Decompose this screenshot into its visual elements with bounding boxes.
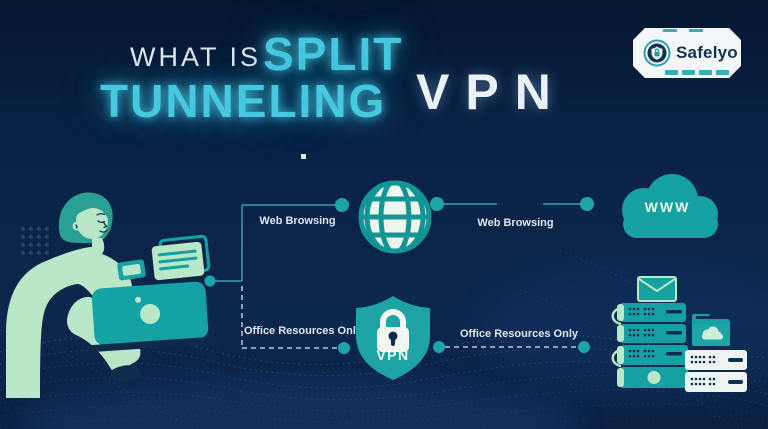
- notification-card-small: [117, 259, 146, 281]
- decorative-square-dot: [301, 154, 306, 159]
- vpn-shield-label: VPN: [376, 347, 410, 363]
- badge-bottom-mark: [716, 70, 729, 75]
- dashed-vpn-path-lines: [241, 286, 578, 349]
- title-word-vpn: VPN: [416, 64, 567, 120]
- person-body: [6, 238, 132, 398]
- badge-bottom-mark: [665, 70, 678, 75]
- badge-bottom-mark: [682, 70, 695, 75]
- person-at-laptop-illustration: [6, 192, 217, 398]
- title-word-tunneling: TUNNELING: [100, 75, 387, 127]
- white-server-units: [685, 350, 747, 392]
- person-face: [76, 203, 108, 239]
- cloud-www-icon: [622, 174, 718, 238]
- notification-card-large: [151, 234, 211, 281]
- label-office-resources-right: Office Resources Only: [460, 328, 578, 340]
- badge-top-mark: [689, 29, 703, 32]
- solid-web-path-lines: [215, 203, 583, 282]
- teal-server-units: [617, 303, 688, 388]
- badge-bottom-mark: [699, 70, 712, 75]
- title-word-split: SPLIT: [263, 28, 404, 80]
- brand-name: Safelyo: [676, 43, 738, 62]
- person-hand: [110, 365, 143, 382]
- label-office-resources-left: Office Resources Only: [244, 325, 362, 337]
- label-web-browsing-right: Web Browsing: [477, 217, 554, 229]
- safelyo-shield-emblem-icon: [643, 39, 671, 67]
- server-stack-icon: [611, 276, 747, 392]
- badge-top-mark: [663, 29, 677, 32]
- globe-icon: [358, 180, 432, 254]
- vpn-shield-lock-icon: [356, 296, 430, 380]
- title-prefix: WHAT IS: [130, 42, 262, 72]
- envelope-icon: [637, 276, 677, 302]
- laptop: [88, 281, 217, 353]
- label-web-browsing-left: Web Browsing: [259, 215, 336, 227]
- cloud-folder-icon: [692, 314, 730, 346]
- cloud-www-label: WWW: [644, 199, 691, 215]
- dot-grid-decoration: [21, 227, 49, 255]
- connector-dots: [204, 197, 594, 354]
- brand-logo-badge: Safelyo: [633, 28, 741, 78]
